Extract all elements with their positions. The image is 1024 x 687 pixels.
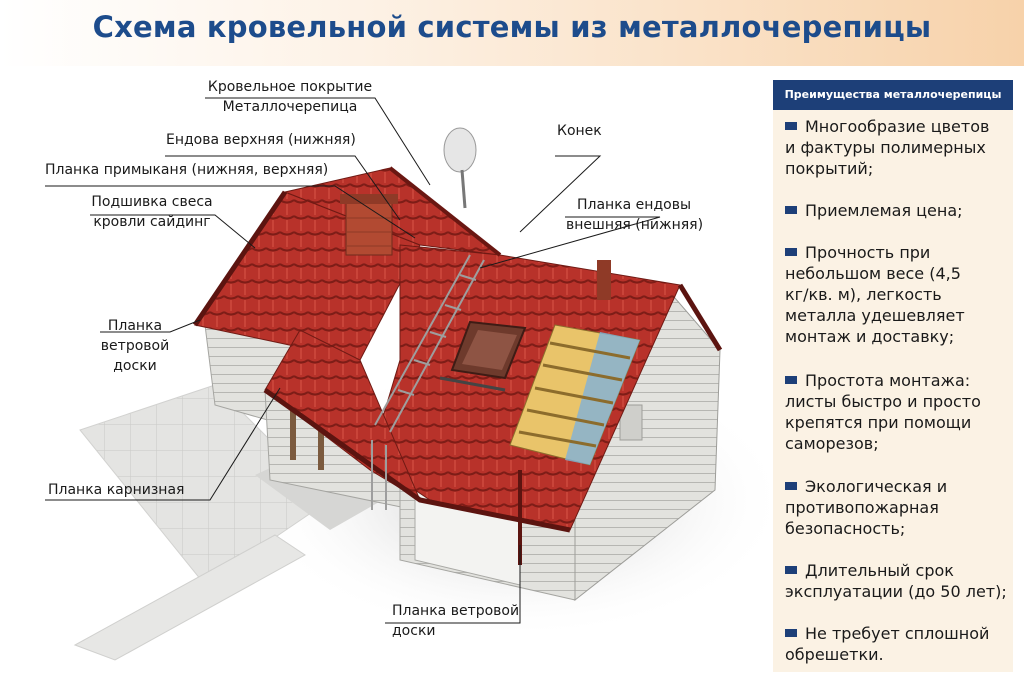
- label-valley-outer: Планка ендовы внешняя (нижняя): [566, 195, 704, 235]
- satellite-dish: [443, 127, 477, 173]
- benefit-text: эксплуатации (до 50 лет);: [785, 582, 1007, 601]
- porch-post-2: [318, 410, 324, 470]
- label-wind-board-bottom-line2: доски: [392, 623, 436, 639]
- benefit-item: Приемлемая цена;: [785, 200, 1011, 221]
- membrane-layer: [565, 332, 640, 465]
- label-wind-board-bottom-line1: Планка ветровой: [392, 603, 520, 619]
- bullet-icon: [785, 566, 797, 574]
- leader-lines: [45, 97, 661, 624]
- vent-pipe: [597, 260, 611, 300]
- bullet-icon: [785, 206, 797, 214]
- snow-guard: [439, 376, 506, 392]
- benefit-text: монтаж и доставку;: [785, 327, 955, 346]
- side-window: [619, 404, 643, 441]
- benefit-line: Экологическая и: [785, 476, 1011, 497]
- benefit-text: Не требует сплошной: [805, 624, 990, 643]
- benefit-text: Длительный срок: [805, 561, 954, 580]
- label-valley-upper: Ендова верхняя (нижняя): [166, 132, 356, 148]
- benefit-item: Длительный срок эксплуатации (до 50 лет)…: [785, 560, 1011, 602]
- label-valley-outer-line1: Планка ендовы: [576, 197, 691, 213]
- benefit-text: Простота монтажа:: [805, 371, 971, 390]
- label-wind-board-bottom: Планка ветровой доски: [392, 601, 519, 641]
- benefit-item: Простота монтажа: листы быстро и просто …: [785, 370, 1011, 454]
- label-soffit-line2: кровли сайдинг: [93, 214, 211, 230]
- benefit-item: Экологическая и противопожарная безопасн…: [785, 476, 1011, 539]
- benefit-text: металла удешевляет: [785, 306, 965, 325]
- benefit-line: Длительный срок: [785, 560, 1011, 581]
- wind-board-right: [677, 283, 723, 352]
- label-ridge: Конек: [557, 123, 602, 139]
- title-bar: [0, 0, 1024, 66]
- advantages-panel: Преимущества металлочерепицы Многообрази…: [773, 80, 1013, 672]
- benefit-text: безопасность;: [785, 519, 906, 538]
- benefit-text: покрытий;: [785, 159, 874, 178]
- walkway: [73, 534, 306, 661]
- benefit-text: небольшом весе (4,5: [785, 264, 961, 283]
- benefit-item: Многообразие цветов и фактуры полимерных…: [785, 116, 1011, 179]
- bullet-icon: [785, 376, 797, 384]
- benefit-text: Приемлемая цена;: [805, 201, 963, 220]
- dish-mast: [460, 169, 467, 209]
- benefit-line: Многообразие цветов: [785, 116, 1011, 137]
- benefit-line: Простота монтажа:: [785, 370, 1011, 391]
- label-roof-covering-line2: Металлочерепица: [222, 99, 358, 115]
- benefit-item: Не требует сплошной обрешетки.: [785, 623, 1011, 665]
- label-wind-board-left-line1: Планка: [107, 318, 163, 334]
- battens: [518, 341, 631, 448]
- bullet-icon: [785, 248, 797, 256]
- benefit-text: обрешетки.: [785, 645, 884, 664]
- roof-window-glass: [462, 330, 517, 370]
- benefit-text: крепятся при помощи: [785, 413, 972, 432]
- bullet-icon: [785, 482, 797, 490]
- roof-ladder: [371, 254, 485, 510]
- benefit-text: Прочность при: [805, 243, 931, 262]
- label-soffit: Подшивка свеса кровли сайдинг: [88, 192, 216, 232]
- ridge: [388, 166, 502, 257]
- label-wind-board-left-line2: ветровой: [100, 338, 170, 354]
- label-wind-board-left: Планка ветровой доски: [98, 316, 172, 376]
- chimney-cap: [340, 194, 398, 204]
- benefit-text: Многообразие цветов: [805, 117, 990, 136]
- benefit-text: листы быстро и просто: [785, 392, 981, 411]
- label-wind-board-left-line3: доски: [113, 358, 157, 374]
- bullet-icon: [785, 629, 797, 637]
- benefit-text: и фактуры полимерных: [785, 138, 986, 157]
- page-title: Схема кровельной системы из металлочереп…: [92, 10, 932, 44]
- label-eaves-strip: Планка карнизная: [48, 482, 185, 498]
- wind-board-left: [192, 190, 288, 327]
- benefit-text: кг/кв. м), легкость: [785, 285, 942, 304]
- porch-post: [290, 400, 296, 460]
- advantages-heading: Преимущества металлочерепицы: [773, 80, 1013, 110]
- benefit-line: Прочность при: [785, 242, 1011, 263]
- benefit-line: Не требует сплошной: [785, 623, 1011, 644]
- label-valley-outer-line2: внешняя (нижняя): [566, 217, 704, 233]
- benefit-line: Приемлемая цена;: [785, 200, 1011, 221]
- benefit-text: саморезов;: [785, 434, 879, 453]
- benefit-text: противопожарная: [785, 498, 939, 517]
- house-illustration: [45, 97, 770, 661]
- label-roof-covering-line1: Кровельное покрытие: [207, 79, 373, 95]
- label-abutment-strip: Планка примыканя (нижняя, верхняя): [45, 162, 329, 178]
- benefit-text: Экологическая и: [805, 477, 948, 496]
- bullet-icon: [785, 122, 797, 130]
- label-soffit-line1: Подшивка свеса: [91, 194, 213, 210]
- label-roof-covering: Кровельное покрытие Металлочерепица: [205, 77, 375, 117]
- benefit-item: Прочность при небольшом весе (4,5 кг/кв.…: [785, 242, 1011, 347]
